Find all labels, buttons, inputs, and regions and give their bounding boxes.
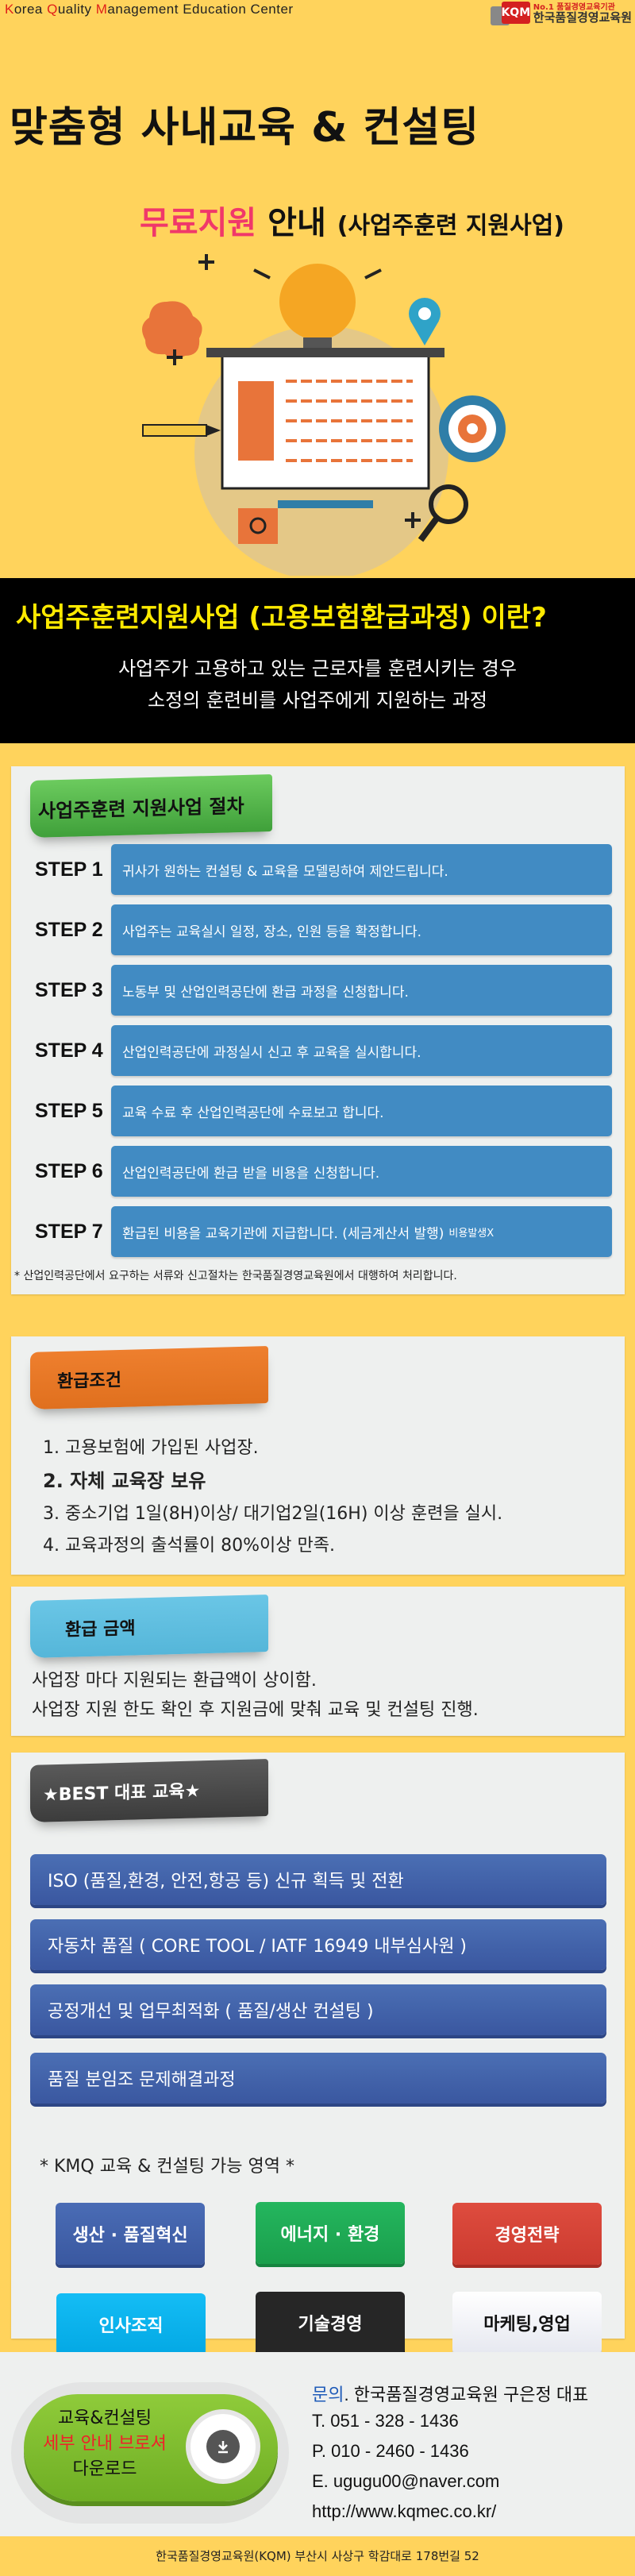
procedure-footnote: * 산업인력공단에서 요구하는 서류와 신고절차는 한국품질경영교육원에서 대행… — [14, 1270, 457, 1282]
tagline-initial: M — [95, 2, 108, 17]
step-box: 산업인력공단에 환급 받을 비용을 신청합니다. — [111, 1146, 612, 1197]
condition-item: 1. 고용보험에 가입된 사업장. — [43, 1438, 259, 1458]
step-row: STEP 1 귀사가 원하는 컨설팅 & 교육을 모델링하여 제안드립니다. — [24, 844, 612, 895]
footer-address: 한국품질경영교육원(KQM) 부산시 사상구 학감대로 178번길 52 — [0, 2536, 635, 2576]
logo-slogan: No.1 품질경영교육기관 — [533, 2, 615, 12]
area-button-hr-organization[interactable]: 인사조직 — [56, 2293, 206, 2355]
at-sign-icon — [238, 508, 278, 544]
download-line: 교육&컨설팅 — [57, 2408, 152, 2428]
step-row: STEP 4 산업인력공단에 과정실시 신고 후 교육을 실시합니다. — [24, 1025, 612, 1076]
subtitle-highlight: 무료지원 — [140, 205, 257, 241]
step-label: STEP 1 — [35, 858, 103, 881]
condition-item: 4. 교육과정의 출석률이 80%이상 만족. — [43, 1536, 335, 1556]
step-label: STEP 3 — [35, 978, 103, 1001]
banner-line: 소정의 훈련비를 사업주에게 지원하는 과정 — [148, 689, 487, 711]
conditions-panel: 환급조건 1. 고용보험에 가입된 사업장. 2. 자체 교육장 보유 3. 중… — [11, 1336, 625, 1575]
area-button-management-strategy[interactable]: 경영전략 — [452, 2203, 602, 2265]
subtitle-text: 안내 — [267, 205, 326, 241]
course-item[interactable]: 품질 분임조 문제해결과정 — [30, 2053, 606, 2104]
conditions-ribbon: 환급조건 — [30, 1346, 268, 1409]
banner-body: 사업주가 고용하고 있는 근로자를 훈련시키는 경우 소정의 훈련비를 사업주에… — [0, 653, 635, 716]
header-tagline: Korea Quality Management Education Cente… — [5, 2, 294, 17]
step-box: 사업주는 교육실시 일정, 장소, 인원 등을 확정합니다. — [111, 904, 612, 955]
area-button-technology-management[interactable]: 기술경영 — [256, 2292, 405, 2354]
step-note: 비용발생X — [448, 1227, 495, 1240]
area-button-production-quality[interactable]: 생산 · 품질혁신 — [56, 2203, 205, 2265]
step-row: STEP 5 교육 수료 후 산업인력공단에 수료보고 합니다. — [24, 1086, 612, 1136]
procedure-panel: 사업주훈련 지원사업 절차 STEP 1 귀사가 원하는 컨설팅 & 교육을 모델… — [11, 766, 625, 1294]
step-label: STEP 4 — [35, 1039, 103, 1062]
website-link[interactable]: http://www.kqmec.co.kr/ — [312, 2501, 497, 2521]
email-link[interactable]: E. ugugu00@naver.com — [312, 2471, 500, 2491]
download-button-label[interactable]: 교육&컨설팅 세부 안내 브로셔 다운로드 — [24, 2406, 186, 2482]
banner-title: 사업주훈련지원사업 (고용보험환급과정) 이란? — [16, 602, 547, 634]
amount-ribbon: 환급 금액 — [30, 1595, 268, 1658]
course-item[interactable]: ISO (품질,환경, 안전,항공 등) 신규 획득 및 전환 — [30, 1854, 606, 1905]
step-row: STEP 3 노동부 및 산업인력공단에 환급 과정을 신청합니다. — [24, 965, 612, 1016]
step-box: 교육 수료 후 산업인력공단에 수료보고 합니다. — [111, 1086, 612, 1136]
step-label: STEP 7 — [35, 1220, 103, 1243]
amount-line: 사업장 지원 한도 확인 후 지원금에 맞춰 교육 및 컨설팅 진행. — [32, 1700, 479, 1720]
logo-mark: KQM — [490, 2, 530, 27]
presentation-board-icon — [206, 348, 444, 490]
target-icon — [439, 395, 506, 462]
step-text: 환급된 비용을 교육기관에 지급합니다. (세금계산서 발행) — [122, 1225, 444, 1242]
step-label: STEP 5 — [35, 1099, 103, 1122]
download-line: 다운로드 — [72, 2459, 137, 2479]
program-definition-banner: 사업주훈련지원사업 (고용보험환급과정) 이란? 사업주가 고용하고 있는 근로… — [0, 578, 635, 743]
brain-icon — [142, 301, 202, 360]
tagline-initial: K — [5, 2, 14, 17]
kqm-logo[interactable]: KQM No.1 품질경영교육기관 한국품질경영교육원 — [490, 2, 632, 27]
sparkle-lines — [253, 268, 382, 280]
location-pin-icon — [409, 298, 441, 345]
telephone[interactable]: T. 051 - 328 - 1436 — [312, 2411, 459, 2431]
magnifier-icon — [418, 484, 468, 542]
procedure-ribbon: 사업주훈련 지원사업 절차 — [30, 774, 272, 838]
tagline-text: uality — [57, 2, 96, 17]
step-row: STEP 6 산업인력공단에 환급 받을 비용을 신청합니다. — [24, 1146, 612, 1197]
step-row: STEP 7 환급된 비용을 교육기관에 지급합니다. (세금계산서 발행) 비용발… — [24, 1206, 612, 1257]
plus-icons — [167, 254, 421, 528]
pen-icon — [278, 500, 373, 508]
tagline-text: anagement Education Center — [107, 2, 294, 17]
subtitle-paren: (사업주훈련 지원사업) — [337, 212, 565, 240]
areas-title: * KMQ 교육 & 컨설팅 가능 영역 * — [40, 2157, 294, 2177]
inquiry-label: 문의 — [312, 2385, 344, 2404]
step-row: STEP 2 사업주는 교육실시 일정, 장소, 인원 등을 확정합니다. — [24, 904, 612, 955]
condition-item: 3. 중소기업 1일(8H)이상/ 대기업2일(16H) 이상 훈련을 실시. — [43, 1504, 503, 1524]
pencil-icon — [142, 424, 221, 437]
page-subtitle: 무료지원 안내 (사업주훈련 지원사업) — [140, 197, 564, 243]
page-title: 맞춤형 사내교육 & 컨설팅 — [10, 104, 480, 152]
banner-line: 사업주가 고용하고 있는 근로자를 훈련시키는 경우 — [118, 657, 517, 680]
amount-panel: 환급 금액 사업장 마다 지원되는 환급액이 상이함. 사업장 지원 한도 확인… — [11, 1587, 625, 1736]
best-ribbon: ★BEST 대표 교육★ — [30, 1759, 268, 1822]
step-box: 노동부 및 산업인력공단에 환급 과정을 신청합니다. — [111, 965, 612, 1016]
area-button-energy-environment[interactable]: 에너지 · 환경 — [256, 2202, 405, 2264]
download-icon[interactable] — [206, 2430, 240, 2463]
step-box: 산업인력공단에 과정실시 신고 후 교육을 실시합니다. — [111, 1025, 612, 1076]
logo-name: 한국품질경영교육원 — [533, 10, 632, 25]
amount-line: 사업장 마다 지원되는 환급액이 상이함. — [32, 1671, 317, 1691]
area-button-marketing-sales[interactable]: 마케팅,영업 — [452, 2292, 602, 2354]
step-label: STEP 6 — [35, 1159, 103, 1182]
tagline-initial: Q — [47, 2, 58, 17]
mobile-phone[interactable]: P. 010 - 2460 - 1436 — [312, 2441, 469, 2461]
step-box: 환급된 비용을 교육기관에 지급합니다. (세금계산서 발행) 비용발생X — [111, 1206, 612, 1257]
course-item[interactable]: 공정개선 및 업무최적화 ( 품질/생산 컨설팅 ) — [30, 1984, 606, 2035]
course-item[interactable]: 자동차 품질 ( CORE TOOL / IATF 16949 내부심사원 ) — [30, 1919, 606, 1970]
download-line-highlight: 세부 안내 브로셔 — [43, 2434, 167, 2454]
best-courses-panel: ★BEST 대표 교육★ ISO (품질,환경, 안전,항공 등) 신규 획득 … — [11, 1753, 625, 2355]
inquiry-line: 문의. 한국품질경영교육원 구은정 대표 — [312, 2381, 588, 2406]
step-box: 귀사가 원하는 컨설팅 & 교육을 모델링하여 제안드립니다. — [111, 844, 612, 895]
inquiry-text: . 한국품질경영교육원 구은정 대표 — [344, 2385, 589, 2404]
step-label: STEP 2 — [35, 918, 103, 941]
hero-illustration — [142, 254, 506, 576]
tagline-text: orea — [13, 2, 48, 17]
condition-item: 2. 자체 교육장 보유 — [43, 1470, 206, 1492]
